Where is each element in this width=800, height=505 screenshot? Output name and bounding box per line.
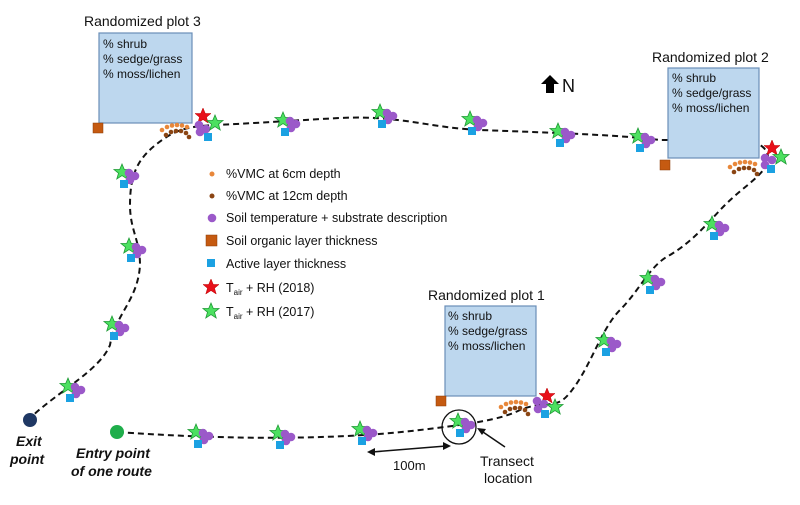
red-star-icon <box>764 140 780 155</box>
station-marker <box>194 115 223 141</box>
exit-label-2: point <box>9 451 46 467</box>
station-marker <box>60 378 85 402</box>
transect-label-2: location <box>484 470 532 486</box>
legend-vmc12-icon <box>209 193 215 199</box>
exit-label-1: Exit <box>16 433 43 449</box>
station-marker <box>760 149 789 173</box>
plot-1-title: Randomized plot 1 <box>428 287 545 303</box>
station-marker <box>270 425 295 449</box>
legend-red-star-icon <box>203 279 219 294</box>
station-marker <box>275 112 300 136</box>
transect-circle <box>441 409 477 445</box>
vmc-cluster <box>159 122 192 140</box>
legend-green-star-icon <box>203 303 219 318</box>
exit-point-marker <box>23 413 37 427</box>
station-marker <box>188 424 213 448</box>
plot-3-box <box>98 32 193 124</box>
plot-3-title: Randomized plot 3 <box>84 13 201 29</box>
legend-label-tair-2017: Tair + RH (2017) <box>226 305 314 321</box>
station-marker <box>450 413 475 437</box>
scale-arrow-right <box>443 442 451 450</box>
plot-2-box <box>667 67 760 159</box>
station-marker <box>550 123 575 147</box>
plot-3-line-3: % moss/lichen <box>103 67 180 81</box>
station-marker <box>121 238 146 262</box>
station-marker <box>640 270 665 294</box>
vmc-cluster <box>498 399 531 417</box>
plot-2-line-2: % sedge/grass <box>672 86 751 100</box>
plot-3-line-1: % shrub <box>103 37 147 51</box>
entry-label-2: of one route <box>71 463 152 479</box>
soil-organic-marker <box>659 159 671 171</box>
station-marker <box>596 332 621 356</box>
legend-organic-icon <box>205 234 218 247</box>
legend-label-vmc12: %VMC at 12cm depth <box>226 189 348 203</box>
plot-1-line-2: % sedge/grass <box>448 324 527 338</box>
station-marker <box>114 164 139 188</box>
station-marker <box>704 216 729 240</box>
transect-pointer-line <box>479 429 506 448</box>
station-marker <box>104 316 129 340</box>
legend-soil-temp-icon <box>207 213 217 223</box>
plot-1-line-1: % shrub <box>448 309 492 323</box>
station-marker <box>462 111 487 135</box>
vmc-cluster <box>727 159 760 177</box>
plot-2-line-3: % moss/lichen <box>672 101 749 115</box>
station-marker <box>372 104 397 128</box>
entry-point-marker <box>110 425 124 439</box>
legend-label-organic: Soil organic layer thickness <box>226 234 377 248</box>
soil-organic-marker <box>435 395 447 407</box>
station-marker <box>352 421 377 445</box>
north-label: N <box>562 76 575 96</box>
transect-arrowhead <box>477 428 486 435</box>
legend-label-active-layer: Active layer thickness <box>226 257 346 271</box>
scale-label: 100m <box>393 458 426 473</box>
north-arrow-icon <box>541 75 559 93</box>
legend: %VMC at 6cm depth %VMC at 12cm depth Soi… <box>203 167 447 321</box>
scale-arrow-left <box>367 448 375 456</box>
legend-vmc6-icon <box>209 171 215 177</box>
soil-organic-marker <box>92 122 104 134</box>
station-marker <box>630 128 655 152</box>
transect-label-1: Transect <box>480 453 534 469</box>
legend-label-vmc6: %VMC at 6cm depth <box>226 167 341 181</box>
plot-1-line-3: % moss/lichen <box>448 339 525 353</box>
plot-3-line-2: % sedge/grass <box>103 52 182 66</box>
plot-1-box <box>444 305 537 397</box>
legend-active-layer-icon <box>207 259 215 267</box>
scale-bar <box>371 445 447 453</box>
entry-label-1: Entry point <box>76 445 151 461</box>
legend-label-tair-2018: Tair + RH (2018) <box>226 281 314 297</box>
legend-label-soil-temp: Soil temperature + substrate description <box>226 211 447 225</box>
station-marker <box>532 396 563 418</box>
plot-2-line-1: % shrub <box>672 71 716 85</box>
plot-2-title: Randomized plot 2 <box>652 49 769 65</box>
